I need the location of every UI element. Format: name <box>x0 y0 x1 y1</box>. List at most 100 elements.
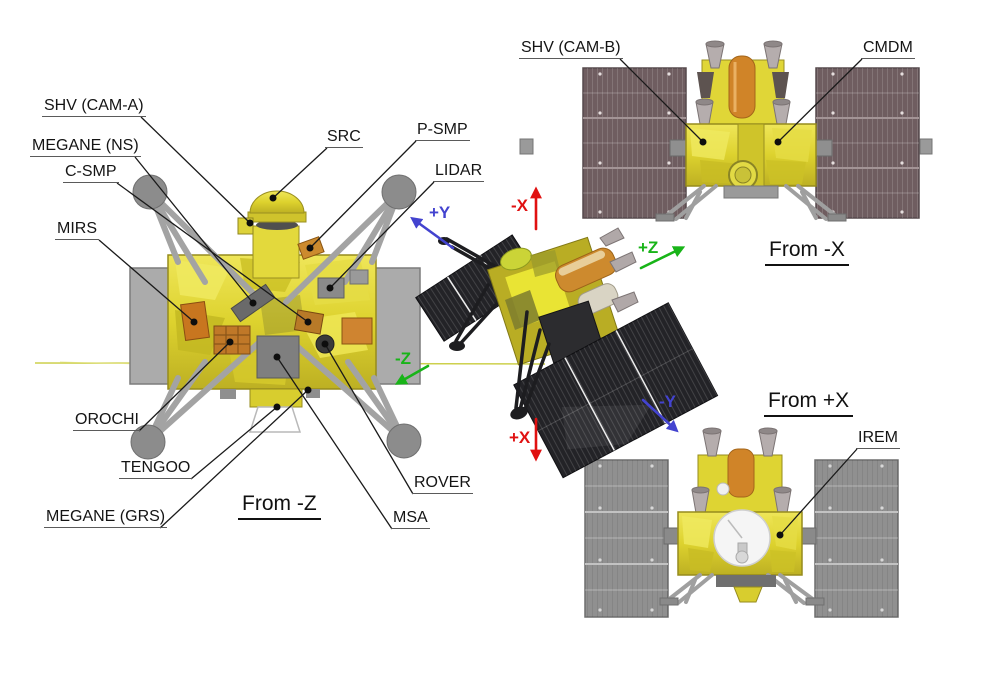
orbiter-view-from-plus-x <box>584 427 899 618</box>
tengoo-fov-cone <box>248 406 302 433</box>
solar-wing-left <box>582 67 687 219</box>
axis-arrow-minus-y <box>641 398 679 433</box>
axis-label-plus-y: +Y <box>429 203 451 222</box>
lens-inner <box>734 166 752 184</box>
leader-lidar <box>329 181 435 289</box>
leader-c-smp <box>116 182 309 323</box>
landing-legs <box>664 184 838 221</box>
leg-foot <box>449 341 465 351</box>
leg-foot <box>827 213 847 222</box>
leader-rover <box>324 343 414 495</box>
axis-arrow-plus-z <box>639 246 686 270</box>
leader-shv-cam-a <box>140 116 251 224</box>
leader-cmdm <box>777 58 863 143</box>
bottom-small-box <box>220 389 236 399</box>
solar-wing-lower-right <box>513 302 719 479</box>
label-shv-cam-b: SHV (CAM-B) <box>519 38 623 59</box>
wire-antenna-highlight <box>59 361 141 365</box>
label-megane-grs: MEGANE (GRS) <box>44 507 168 528</box>
label-tengoo: TENGOO <box>119 458 193 479</box>
axis-arrow-minus-z <box>394 364 430 385</box>
dish-feed-strut <box>727 519 743 539</box>
leg-foot <box>510 406 528 420</box>
label-shv-cam-a: SHV (CAM-A) <box>42 96 146 117</box>
src-dome <box>249 190 305 214</box>
orange-unit-right <box>341 317 373 345</box>
orbiter-view-from-minus-x <box>519 40 933 222</box>
footpad <box>386 423 422 459</box>
leader-src <box>272 147 328 199</box>
axis-arrows <box>394 186 686 462</box>
axis-label-minus-y: -Y <box>659 392 676 411</box>
leader-megane-grs <box>159 389 309 529</box>
heading-from-minus-x: From -X <box>765 238 849 266</box>
leader-lines <box>98 58 863 536</box>
solar-wing-left <box>584 459 669 618</box>
footpad <box>130 424 166 460</box>
lander-view-from-minus-z <box>129 174 422 460</box>
bottom-small-box <box>306 389 320 398</box>
gray-unit-right <box>349 269 369 285</box>
label-src: SRC <box>325 127 363 148</box>
footpad <box>381 174 417 210</box>
label-megane-ns: MEGANE (NS) <box>30 136 141 157</box>
bottom-truss <box>723 185 779 199</box>
olive-patch <box>505 290 540 330</box>
thruster-bell <box>772 72 789 98</box>
axis-label-minus-x: -X <box>511 196 528 215</box>
label-c-smp: C-SMP <box>63 162 119 183</box>
top-disc <box>500 247 532 271</box>
leg-foot <box>805 597 825 606</box>
leader-dots <box>190 138 784 539</box>
propellant-tank <box>727 448 755 498</box>
heading-from-minus-z: From -Z <box>238 492 321 520</box>
wing-tip-fitting <box>919 138 933 155</box>
orange-cylinder <box>555 247 617 293</box>
leg-front <box>514 310 551 414</box>
wing-yoke <box>669 139 687 157</box>
orochi-unit <box>213 325 251 355</box>
propellant-tank <box>728 55 756 119</box>
olive-patch <box>530 250 560 277</box>
axis-label-plus-x: +X <box>509 428 531 447</box>
axis-label-minus-z: -Z <box>395 349 412 368</box>
leader-msa <box>276 356 393 530</box>
bottom-truss <box>716 575 776 587</box>
orbiter-body-3d <box>486 227 639 366</box>
label-mirs: MIRS <box>55 219 99 240</box>
label-msa: MSA <box>391 508 430 529</box>
leg-left <box>454 283 502 346</box>
thruster-bell <box>697 72 714 98</box>
src-tower <box>252 225 300 279</box>
bottom-gold-unit <box>733 586 763 603</box>
thruster-cones <box>691 427 792 514</box>
leader-p-smp <box>309 140 417 249</box>
leader-mirs <box>98 239 195 323</box>
leader-orochi <box>138 341 231 432</box>
side-thrusters <box>599 227 639 313</box>
footpad <box>132 174 168 210</box>
leader-shv-cam-b <box>619 58 704 143</box>
antenna-ball <box>716 482 730 496</box>
axis-label-plus-z: +Z <box>638 238 659 257</box>
foil-texture <box>682 516 798 572</box>
side-rail-right <box>371 267 421 385</box>
label-rover: ROVER <box>412 473 473 494</box>
leader-tengoo <box>190 406 278 480</box>
leader-irem <box>779 448 858 536</box>
wing-yoke <box>801 527 817 545</box>
leg-foot <box>655 213 675 222</box>
wing-yoke <box>663 527 679 545</box>
label-lidar: LIDAR <box>433 161 485 182</box>
thruster-cones <box>695 40 791 125</box>
label-irem: IREM <box>856 428 900 449</box>
axis-arrow-plus-y <box>410 216 455 250</box>
leader-megane-ns <box>134 156 254 304</box>
heading-from-plus-x: From +X <box>764 389 854 417</box>
label-p-smp: P-SMP <box>415 120 470 141</box>
leg-foot <box>659 597 679 606</box>
solar-wing-right <box>814 459 899 618</box>
label-cmdm: CMDM <box>861 38 915 59</box>
